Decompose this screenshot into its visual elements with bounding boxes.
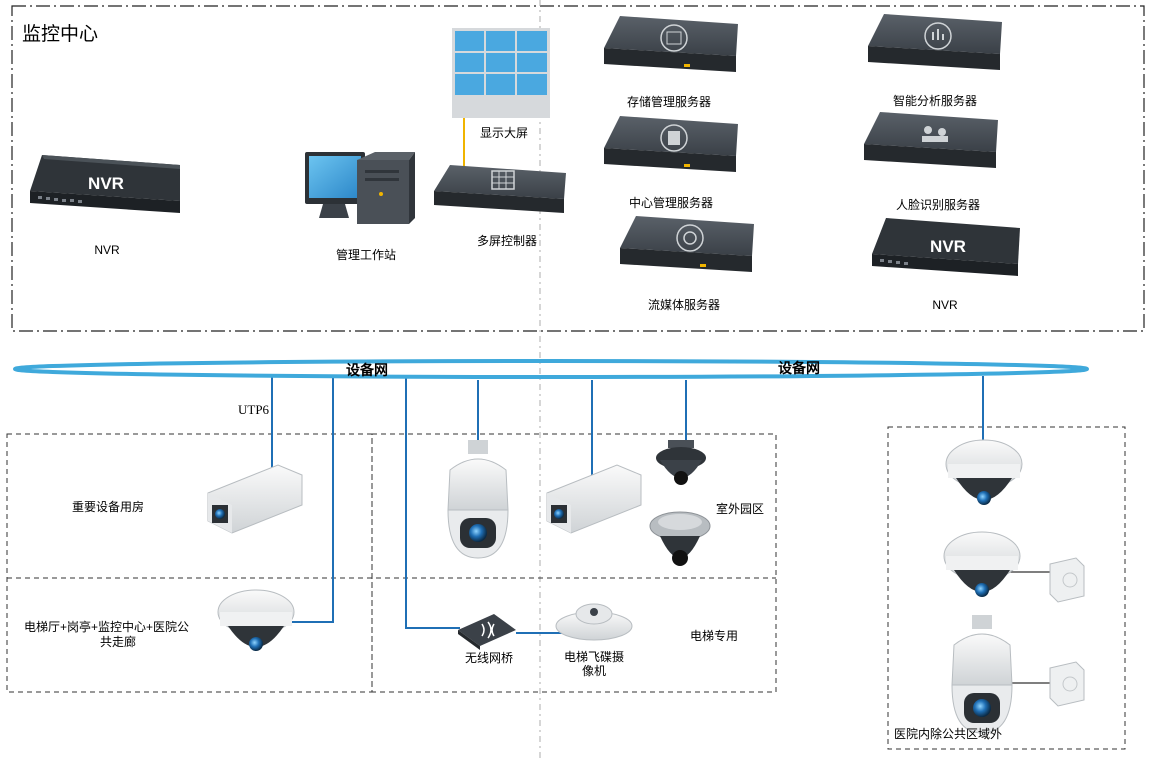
central-server-label: 中心管理服务器: [628, 196, 714, 210]
zone-outdoor-label: 室外园区: [716, 502, 765, 516]
face-server-label: 人脸识别服务器: [895, 198, 981, 212]
central-server-device: [604, 116, 738, 172]
streaming-server-device: [620, 216, 754, 272]
elevator-camera-label-line2: 像机: [581, 664, 607, 678]
zone-elevator-label: 电梯专用: [690, 629, 739, 643]
controller-label: 多屏控制器: [476, 234, 538, 248]
nvr-right-label: NVR: [932, 298, 958, 312]
zone-equipment-room-label: 重要设备用房: [72, 500, 145, 514]
storage-server-device: [604, 16, 738, 72]
elevator-ufo-camera: [555, 603, 633, 641]
nvr-right-face: NVR: [930, 237, 966, 256]
ptz-camera-right: [951, 615, 1013, 734]
wireless-bridge-label: 无线网桥: [464, 651, 514, 665]
analysis-server-device: [868, 14, 1002, 70]
video-wall-label: 显示大屏: [479, 126, 529, 140]
workstation-device: [305, 152, 415, 224]
cable-label: UTP6: [238, 402, 270, 417]
streaming-server-label: 流媒体服务器: [647, 298, 721, 312]
nvr-left-device: NVR: [30, 155, 180, 213]
zone-hospital-label: 医院内除公共区域外: [894, 727, 1003, 741]
wireless-bridge-device: [458, 614, 516, 650]
nvr-left-face: NVR: [88, 174, 124, 193]
device-network-ring: [13, 359, 1089, 379]
ptz-camera-outdoor: [447, 440, 509, 559]
zone-middle-box: [371, 433, 777, 693]
sensor-box-1: [1049, 557, 1085, 603]
nvr-right-device: NVR: [872, 218, 1020, 276]
sensor-box-2: [1049, 661, 1085, 707]
zone-left-box: [6, 433, 373, 693]
dome-camera-lobby: [217, 589, 295, 651]
zone-lobby-label-line2: 共走廊: [100, 635, 137, 649]
monitoring-center-title: 监控中心: [22, 24, 99, 45]
nvr-left-label: NVR: [94, 243, 120, 257]
zone-lobby-label-line1: 电梯厅+岗亭+监控中心+医院公: [24, 620, 190, 634]
bullet-camera-equipment-room: [207, 464, 303, 534]
workstation-label: 管理工作站: [335, 248, 397, 262]
storage-server-label: 存储管理服务器: [626, 95, 712, 109]
face-server-device: [864, 112, 998, 168]
bullet-camera-outdoor: [546, 464, 642, 534]
dome-camera-right-1: [945, 439, 1023, 505]
network-label-left: 设备网: [346, 362, 388, 378]
elevator-camera-label-line1: 电梯飞碟摄: [563, 650, 625, 664]
dome-camera-outdoor-bottom: [649, 511, 711, 566]
analysis-server-label: 智能分析服务器: [892, 94, 978, 108]
monitoring-center-frame: [11, 5, 1145, 332]
zone-right-box: [887, 426, 1126, 750]
video-wall-device: [452, 28, 550, 118]
network-label-right: 设备网: [778, 360, 820, 376]
dome-camera-outdoor-top: [656, 440, 706, 485]
controller-device: [434, 165, 566, 213]
dome-camera-right-2: [943, 531, 1021, 597]
